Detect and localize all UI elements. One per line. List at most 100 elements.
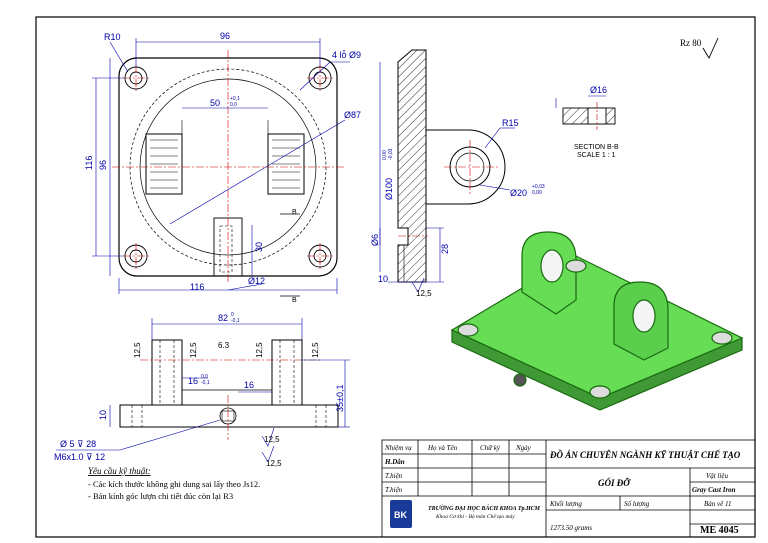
dim-35: 35±0,1 bbox=[335, 385, 345, 412]
base-plate bbox=[119, 404, 339, 428]
section-bb: Ø16 SECTION B-B SCALE 1 : 1 bbox=[555, 85, 619, 159]
dim-d100: Ø100 bbox=[384, 178, 394, 200]
tb-sheet: Bản vẽ 11 bbox=[704, 500, 731, 508]
side-view bbox=[397, 49, 506, 283]
tb-qty-label: Số lượng bbox=[624, 500, 650, 508]
hole-callout-2: M6x1.0 ⊽ 12 bbox=[54, 452, 105, 462]
ra-front-1: 12,5 bbox=[133, 342, 142, 358]
front-view-centerlines bbox=[140, 359, 320, 440]
ra-front-4: 12,5 bbox=[311, 342, 320, 358]
ra-front-3: 12,5 bbox=[255, 342, 264, 358]
dim-d6: Ø6 bbox=[370, 234, 380, 246]
model-lug-left-bore bbox=[540, 249, 564, 283]
tb-code: ME 4045 bbox=[700, 525, 739, 536]
dim-d12: Ø12 bbox=[248, 276, 265, 286]
dim-r10: R10 bbox=[104, 32, 121, 42]
hole-callout-1: Ø 5 ⊽ 28 bbox=[60, 439, 96, 449]
dim-82-tol-lower: -0,1 bbox=[231, 318, 240, 324]
front-view-dimension-text: 82 0 -0,1 12,5 12,5 12,5 12,5 6.3 16 0,0… bbox=[54, 312, 345, 468]
title-block bbox=[381, 439, 756, 538]
tb-school: TRƯỜNG ĐẠI HỌC BÁCH KHOA Tp.HCM bbox=[428, 504, 541, 512]
dim-d20-tol-upper: +0,03 bbox=[532, 184, 545, 190]
dim-82: 82 bbox=[218, 313, 228, 323]
side-lug bbox=[426, 129, 506, 205]
tb-head-name: Họ và Tên bbox=[427, 444, 458, 452]
tb-material-label: Vật liệu bbox=[706, 472, 728, 480]
req-line-2: - Bán kính góc lượn chi tiết đúc còn lại… bbox=[88, 491, 233, 501]
side-section-hatched bbox=[397, 49, 427, 283]
tb-faculty: Khoa Cơ khí - Bộ môn Chế tạo máy bbox=[435, 513, 515, 520]
dim-d100-tol-upper: 0,00 bbox=[382, 150, 388, 160]
top-view-dimensions bbox=[92, 38, 350, 294]
logo-text: BK bbox=[394, 510, 407, 520]
ra-front-5: 12,5 bbox=[264, 435, 280, 444]
right-lug-front bbox=[271, 339, 303, 405]
dim-d87: Ø87 bbox=[344, 110, 361, 120]
dim-50-tol-lower: 0,0 bbox=[230, 102, 237, 108]
tb-mass: 1273.50 grams bbox=[550, 524, 592, 532]
dim-16-tol-upper: 0,0 bbox=[201, 374, 208, 380]
dim-4-holes: 4 lỗ Ø9 bbox=[332, 50, 361, 60]
dim-16-right: 16 bbox=[244, 380, 254, 390]
dim-116-horizontal: 116 bbox=[190, 282, 204, 292]
left-lug-front bbox=[151, 339, 183, 405]
dim-16-tol-lower: -0,1 bbox=[201, 380, 210, 386]
cut-b-bottom: B bbox=[292, 297, 297, 304]
cut-b-top: B bbox=[292, 209, 297, 216]
dim-30: 30 bbox=[254, 242, 264, 252]
tb-head-date: Ngày bbox=[515, 444, 532, 452]
dim-82-tol-upper: 0 bbox=[231, 312, 234, 318]
roughness-label: Rz 80 bbox=[680, 38, 702, 48]
dim-116-vertical: 116 bbox=[84, 156, 94, 170]
ra-front-63: 6.3 bbox=[218, 341, 230, 350]
isometric-model bbox=[450, 231, 744, 411]
model-lug-right-bore bbox=[632, 299, 656, 333]
dim-16-left: 16 bbox=[188, 376, 198, 386]
dim-10-front: 10 bbox=[98, 410, 108, 420]
dim-10-side: 10 bbox=[378, 274, 388, 284]
tb-head-role: Nhiệm vụ bbox=[384, 444, 412, 452]
top-view-cutline bbox=[280, 213, 300, 297]
lug-right bbox=[267, 133, 305, 195]
model-base-top bbox=[450, 255, 744, 399]
tb-project: ĐỒ ÁN CHUYÊN NGÀNH KỸ THUẬT CHẾ TẠO bbox=[549, 450, 741, 460]
roughness-symbol: Rz 80 bbox=[680, 37, 719, 59]
technical-requirements: Yêu cầu kỹ thuật: - Các kích thước không… bbox=[88, 466, 260, 501]
tb-mass-label: Khối lượng bbox=[549, 500, 582, 508]
tb-head-sign: Chữ ký bbox=[480, 444, 501, 452]
tb-row-guide: H.Dẫn bbox=[384, 458, 405, 466]
dim-50: 50 bbox=[210, 98, 220, 108]
side-view-dimensions bbox=[379, 62, 515, 293]
lug-left bbox=[145, 133, 183, 195]
side-view-centerlines bbox=[398, 140, 498, 237]
dim-50-tol-upper: +0,1 bbox=[230, 96, 240, 102]
ra-front-6: 12,5 bbox=[266, 459, 282, 468]
section-title: SECTION B-B bbox=[574, 144, 619, 151]
tb-row-do-2: T.hiện bbox=[385, 486, 403, 494]
dim-96-horizontal: 96 bbox=[220, 31, 230, 41]
ra-front-2: 12,5 bbox=[189, 342, 198, 358]
side-view-dimension-text: R15 Ø100 0,00 -0,03 Ø20 +0,03 0,00 Ø6 28… bbox=[370, 118, 545, 298]
dim-r15: R15 bbox=[502, 118, 519, 128]
req-line-1: - Các kích thước không ghi dung sai lấy … bbox=[88, 479, 260, 489]
tb-material: Gray Cast Iron bbox=[692, 486, 736, 494]
front-view-dimensions bbox=[56, 318, 350, 463]
dim-96-vertical: 96 bbox=[98, 160, 108, 170]
dim-d20: Ø20 bbox=[510, 188, 527, 198]
dim-d20-tol-lower: 0,00 bbox=[532, 190, 542, 196]
ra-side: 12,5 bbox=[416, 289, 432, 298]
dim-28: 28 bbox=[440, 244, 450, 254]
top-view-centerlines bbox=[112, 50, 345, 283]
title-block-text: Nhiệm vụ Họ và Tên Chữ ký Ngày H.Dẫn T.h… bbox=[384, 444, 741, 536]
front-view bbox=[119, 339, 339, 428]
req-title: Yêu cầu kỹ thuật: bbox=[88, 466, 151, 476]
section-scale: SCALE 1 : 1 bbox=[577, 152, 616, 159]
school-logo: BK bbox=[390, 500, 412, 528]
dim-d100-tol-lower: -0,03 bbox=[388, 148, 394, 160]
tb-part: GỐI ĐỠ bbox=[598, 478, 631, 488]
model-holes bbox=[457, 259, 733, 399]
tb-row-do-1: T.hiện bbox=[385, 472, 403, 480]
top-view-dimension-text: R10 96 4 lỗ Ø9 Ø87 50 +0,1 0,0 116 96 30… bbox=[84, 31, 361, 304]
section-dia: Ø16 bbox=[590, 85, 607, 95]
